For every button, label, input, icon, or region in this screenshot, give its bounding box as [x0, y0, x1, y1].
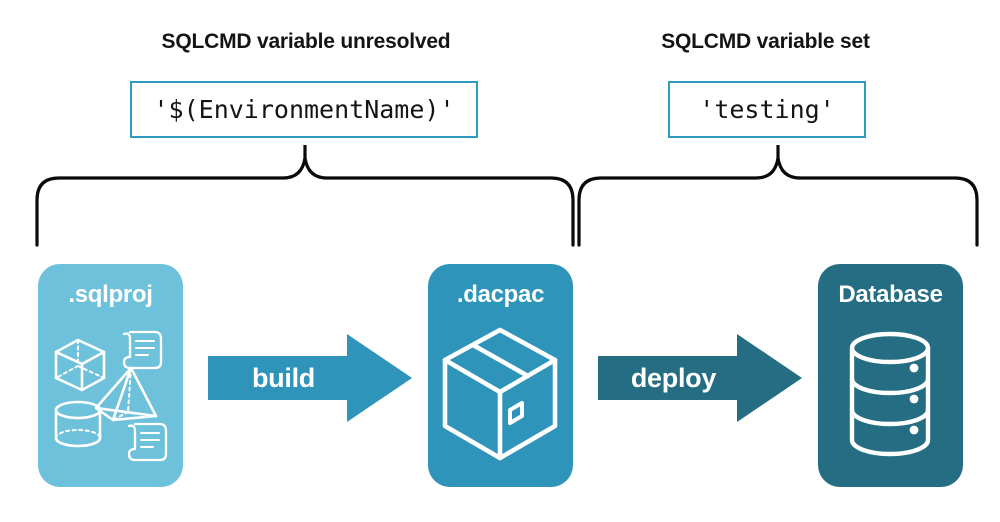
database-cylinder-icon: [849, 331, 931, 457]
arrow-build: build: [208, 332, 412, 424]
arrow-deploy-icon: [598, 334, 802, 422]
heading-sqlcmd-variable-unresolved: SQLCMD variable unresolved: [161, 30, 451, 53]
code-box-testing: 'testing': [668, 81, 866, 138]
brace-left-icon: [35, 145, 575, 247]
sqlproj-shapes-group: [54, 330, 168, 462]
cube-wireframe-icon: [54, 338, 106, 392]
brace-left: [30, 142, 580, 247]
card-sqlproj-title: .sqlproj: [68, 281, 153, 308]
card-sqlproj-artwork: [38, 316, 183, 476]
card-sqlproj: .sqlproj: [38, 264, 183, 487]
brace-right: [572, 142, 984, 247]
script-scroll-icon: [122, 330, 163, 370]
card-dacpac: .dacpac: [428, 264, 573, 487]
arrow-build-label: build: [251, 362, 315, 393]
heading-sqlcmd-variable-set: SQLCMD variable set: [661, 30, 870, 53]
arrow-deploy: deploy: [598, 332, 802, 424]
arrow-build-icon: [208, 334, 412, 422]
pyramid-wireframe-icon: [94, 366, 158, 422]
code-box-environment-name: '$(EnvironmentName)': [130, 81, 478, 138]
card-dacpac-artwork: [428, 316, 573, 476]
card-database-artwork: [818, 316, 963, 476]
card-dacpac-title: .dacpac: [456, 281, 545, 308]
card-database: Database: [818, 264, 963, 487]
script-scroll-icon: [127, 422, 168, 462]
brace-right-icon: [577, 145, 979, 247]
cylinder-wireframe-icon: [54, 400, 102, 448]
package-box-icon: [442, 327, 558, 461]
card-database-title: Database: [838, 281, 943, 308]
arrow-deploy-label: deploy: [630, 362, 717, 393]
